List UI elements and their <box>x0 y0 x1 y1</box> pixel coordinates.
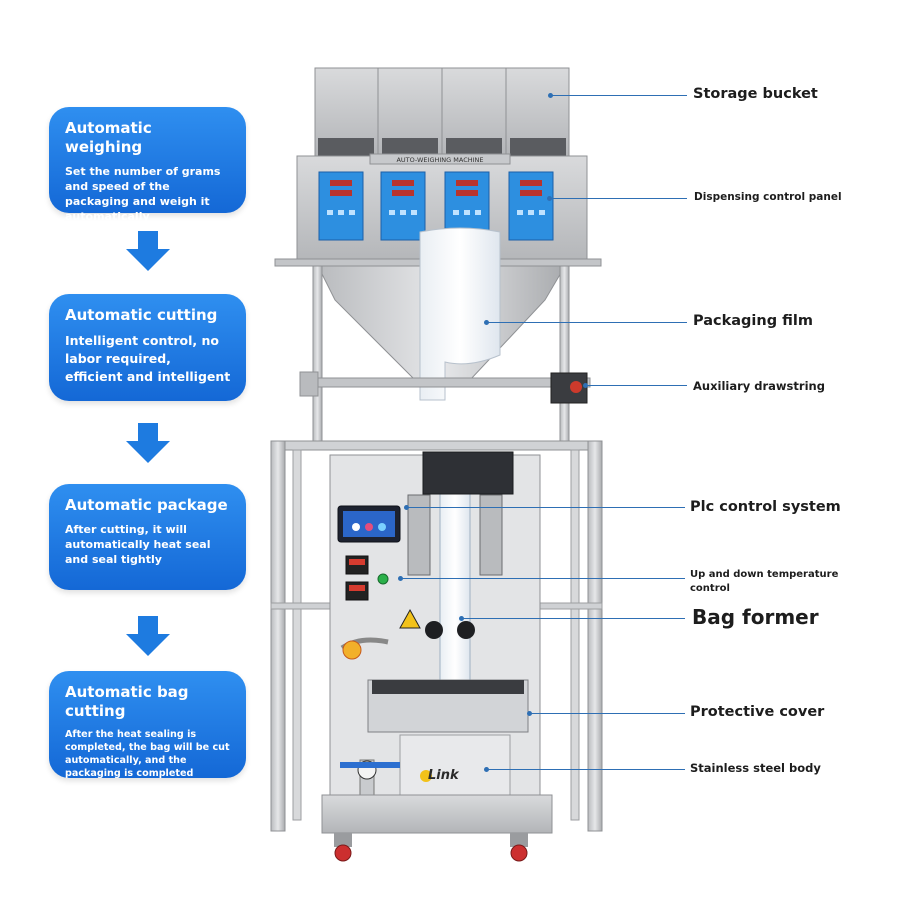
stainless-frame <box>270 440 603 832</box>
packaging-film-roll <box>419 227 501 401</box>
step-title: Automatic bag cutting <box>65 683 189 720</box>
step-title: Automatic package <box>65 496 228 514</box>
step-card-cutting: Automatic cutting Intelligent control, n… <box>49 294 246 401</box>
callout-leader <box>487 322 687 323</box>
step-title: Automatic weighing <box>65 119 152 156</box>
callout-plc-control: Plc control system <box>690 499 841 515</box>
callout-auxiliary-drawstring: Auxiliary drawstring <box>693 379 825 393</box>
callout-packaging-film: Packaging film <box>693 313 813 329</box>
down-arrow-icon <box>126 231 170 271</box>
caster-wheel-icon <box>334 833 528 862</box>
down-arrow-icon <box>126 616 170 656</box>
callout-leader <box>407 507 685 508</box>
callout-dot <box>548 93 553 98</box>
callout-dot <box>404 505 409 510</box>
callout-dot <box>583 383 588 388</box>
storage-buckets <box>314 67 570 158</box>
callout-dot <box>527 711 532 716</box>
callout-dot <box>398 576 403 581</box>
callout-dot <box>547 196 552 201</box>
callout-protective-cover: Protective cover <box>690 704 825 720</box>
pressure-gauge-icon <box>340 759 400 801</box>
callout-leader <box>586 385 687 386</box>
step-description: After the heat sealing is completed, the… <box>65 729 230 779</box>
step-card-weighing: Automatic weighing Set the number of gra… <box>49 107 246 223</box>
callout-leader <box>401 578 685 579</box>
callout-bag-former: Bag former <box>692 605 819 629</box>
callout-dispensing-panel: Dispensing control panel <box>694 191 842 203</box>
down-arrow-icon <box>126 423 170 463</box>
step-description: Set the number of grams and speed of the… <box>65 165 221 223</box>
brand-logo-text: Link <box>428 768 459 783</box>
step-card-package: Automatic package After cutting, it will… <box>49 484 246 590</box>
callout-dot <box>484 320 489 325</box>
warning-triangle-icon <box>399 608 421 629</box>
callout-dot <box>484 767 489 772</box>
callout-leader <box>487 769 685 770</box>
callout-dot <box>459 616 464 621</box>
brand-logo: Link <box>420 768 459 783</box>
step-title: Automatic cutting <box>65 306 218 324</box>
callout-leader <box>530 713 685 714</box>
callout-leader <box>550 198 687 199</box>
callout-temperature-control: Up and down temperature control <box>690 569 839 594</box>
svg-text:AUTO-WEIGHING MACHINE: AUTO-WEIGHING MACHINE <box>396 156 483 164</box>
callout-stainless-body: Stainless steel body <box>690 761 821 775</box>
step-description: After cutting, it will automatically hea… <box>65 523 211 566</box>
callout-storage-bucket: Storage bucket <box>693 86 818 102</box>
callout-leader <box>551 95 687 96</box>
step-card-bag-cutting: Automatic bag cutting After the heat sea… <box>49 671 246 779</box>
step-description: Intelligent control, no labor required, … <box>65 333 231 384</box>
callout-leader <box>462 618 685 619</box>
